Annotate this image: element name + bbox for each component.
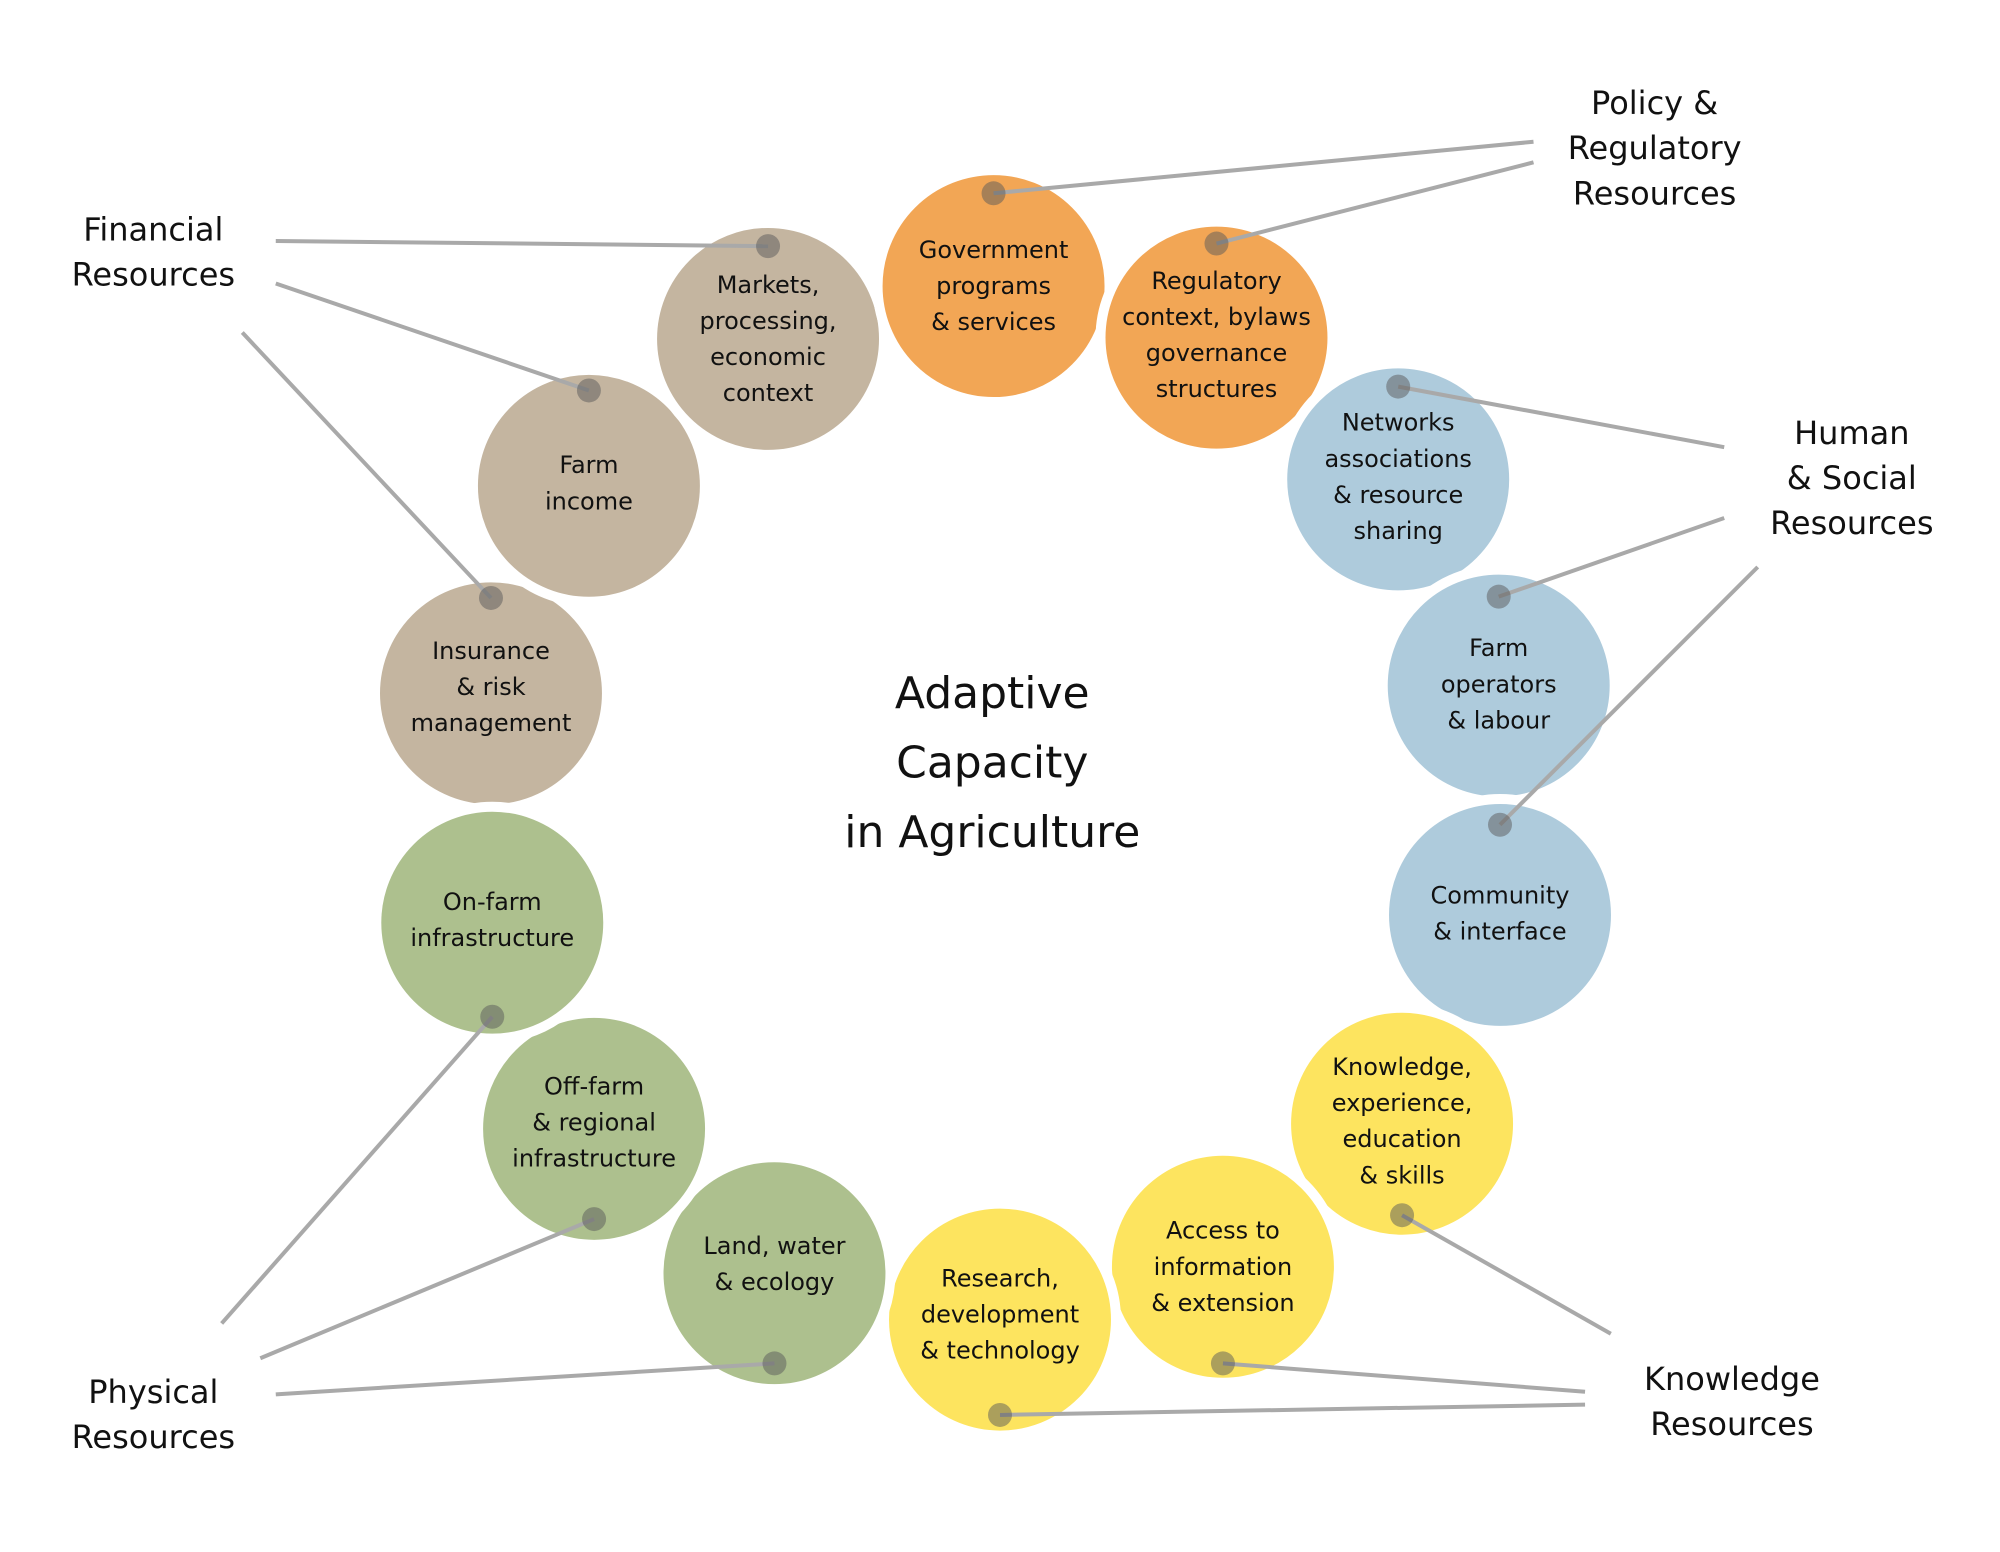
- connector-line-human_social-2: [1498, 516, 1725, 599]
- connector-dot-farm-operators: [1486, 584, 1511, 609]
- connector-dot-regulatory-context: [1204, 231, 1229, 256]
- connector-dot-land-water: [762, 1351, 787, 1376]
- connector-dot-markets: [756, 234, 781, 259]
- label-knowledge-experience: Knowledge,experience,education& skills: [1332, 1053, 1473, 1189]
- label-research-development: Research,development& technology: [920, 1264, 1080, 1364]
- connector-dot-community: [1488, 812, 1512, 837]
- circle-farm-income: [467, 364, 710, 607]
- connector-line-physical-3: [275, 1361, 775, 1397]
- label-land-water: Land, water& ecology: [703, 1232, 845, 1296]
- connector-dot-insurance: [478, 585, 503, 610]
- connector-dot-networks: [1386, 374, 1411, 399]
- connector-dot-on-farm: [480, 1004, 505, 1029]
- circle-on-farm: [371, 801, 614, 1044]
- circle-off-farm: [473, 1007, 716, 1250]
- circle-land-water: [653, 1152, 896, 1395]
- connector-dot-knowledge-experience: [1390, 1203, 1415, 1228]
- connector-line-physical-1: [220, 1015, 494, 1325]
- connector-line-knowledge-3: [999, 1402, 1586, 1417]
- connector-dot-research-development: [988, 1402, 1012, 1427]
- circle-regulatory-context: [1095, 216, 1338, 459]
- connector-dot-government-programs: [981, 181, 1006, 206]
- connector-dot-off-farm: [582, 1207, 607, 1232]
- circle-markets: [647, 217, 890, 460]
- connector-line-knowledge-2: [1222, 1361, 1586, 1394]
- connector-lines: [220, 139, 1760, 1417]
- circle-knowledge-experience: [1281, 1002, 1524, 1245]
- connector-dots: [478, 181, 1512, 1427]
- connector-line-human_social-1: [1397, 384, 1725, 450]
- circle-community: [1379, 793, 1621, 1036]
- connector-line-human_social-3: [1498, 565, 1760, 827]
- connector-line-knowledge-1: [1401, 1213, 1612, 1336]
- connector-line-policy-2: [1215, 160, 1535, 246]
- connector-line-financial-1: [275, 238, 769, 249]
- connector-line-financial-3: [240, 331, 493, 600]
- connector-line-financial-2: [275, 281, 590, 393]
- connector-line-physical-2: [259, 1217, 595, 1361]
- resource-circles: [370, 165, 1621, 1441]
- circle-networks: [1277, 358, 1520, 601]
- connector-dot-farm-income: [576, 378, 601, 403]
- connector-line-policy-1: [993, 139, 1534, 196]
- label-community: Community& interface: [1431, 882, 1570, 946]
- connector-dot-access-information: [1210, 1351, 1235, 1376]
